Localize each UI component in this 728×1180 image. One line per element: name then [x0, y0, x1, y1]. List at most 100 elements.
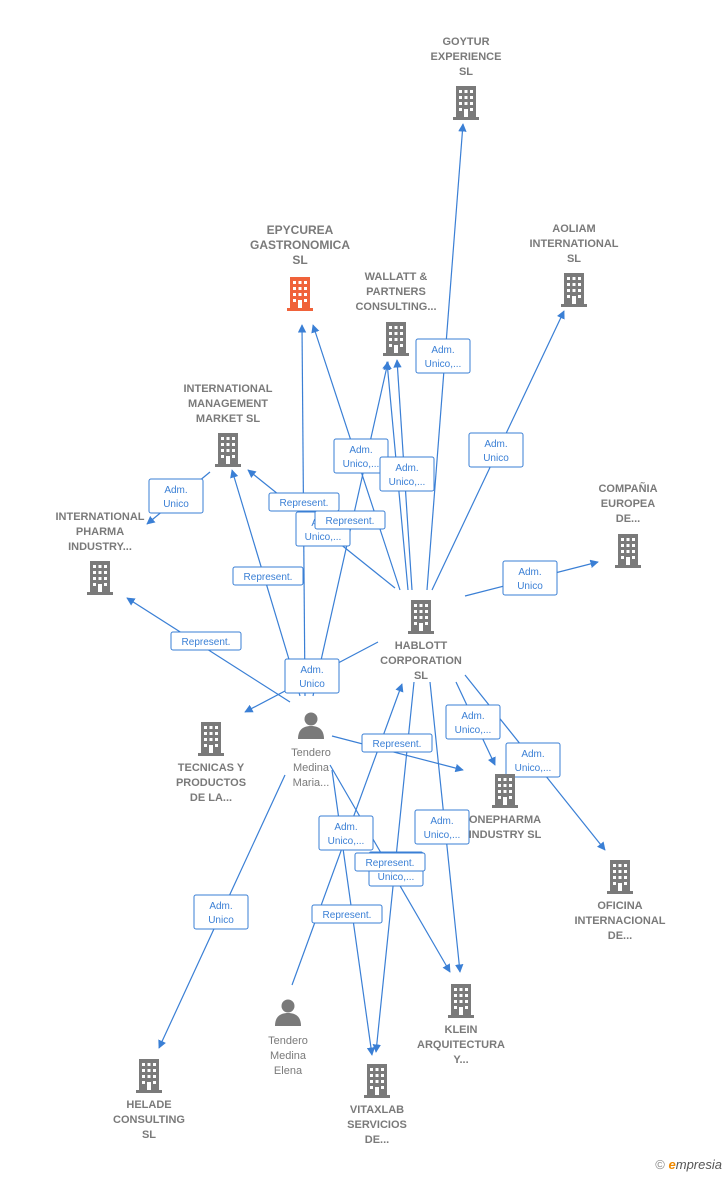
node-label: SL — [459, 66, 473, 78]
relation-badge[interactable]: Adm.Unico,... — [505, 742, 561, 778]
badge-text: Adm. — [431, 345, 454, 356]
node-label: Medina — [270, 1050, 307, 1062]
badge-text: Adm. — [484, 439, 507, 450]
building-icon — [87, 561, 113, 595]
relation-badge[interactable]: Represent. — [268, 492, 340, 512]
relation-badge[interactable]: Adm. Unico,... — [333, 438, 389, 474]
empresia-watermark: © empresia — [655, 1157, 722, 1172]
node-klein[interactable]: KLEINARQUITECTURAY... — [417, 984, 505, 1066]
badge-text: Represent. — [323, 910, 372, 921]
node-compania[interactable]: COMPAÑIAEUROPEADE... — [598, 482, 658, 568]
relation-badge[interactable]: Adm. Unico,... — [379, 456, 435, 492]
node-ipi[interactable]: INTERNATIONALPHARMAINDUSTRY... — [55, 511, 145, 595]
node-layer: GOYTUREXPERIENCESLAOLIAMINTERNATIONALSLE… — [55, 36, 665, 1146]
node-vitaxlab[interactable]: VITAXLABSERVICIOSDE... — [347, 1064, 407, 1146]
node-label: MANAGEMENT — [188, 398, 268, 410]
building-icon — [615, 534, 641, 568]
node-tmaria[interactable]: TenderoMedinaMaria... — [291, 712, 331, 790]
node-aoliam[interactable]: AOLIAM INTERNATIONAL SL — [529, 223, 619, 307]
relation-badge[interactable]: Adm.Unico,... — [414, 809, 470, 845]
relation-badge[interactable]: Adm.Unico,... — [445, 704, 501, 740]
badge-box — [468, 432, 524, 468]
person-icon — [298, 712, 324, 739]
node-label: CORPORATION — [380, 655, 462, 667]
badge-text: Adm. — [300, 665, 323, 676]
badge-text: Adm. — [209, 901, 232, 912]
node-label: KLEIN — [445, 1024, 478, 1036]
node-label: Elena — [274, 1065, 303, 1077]
badge-box — [193, 894, 249, 930]
badge-text: Unico — [517, 581, 543, 592]
node-label: Y... — [453, 1054, 468, 1066]
node-label: Maria... — [293, 777, 330, 789]
node-label: COMPAÑIA — [598, 482, 657, 495]
badge-text: Unico,... — [389, 477, 426, 488]
building-icon — [453, 86, 479, 120]
relation-badge[interactable]: Represent. — [361, 733, 433, 753]
node-label: SL — [142, 1129, 156, 1141]
relation-badge[interactable]: Adm.Unico — [468, 432, 524, 468]
badge-text: Unico — [299, 679, 325, 690]
badge-box — [354, 852, 426, 872]
relation-badge[interactable]: Adm. Unico — [284, 658, 340, 694]
badge-text: Unico,... — [424, 830, 461, 841]
node-wallatt[interactable]: WALLATT &PARTNERSCONSULTING... — [355, 271, 437, 356]
building-icon — [364, 1064, 390, 1098]
badge-text: Unico,... — [343, 459, 380, 470]
relation-badge[interactable]: Adm.Unico — [193, 894, 249, 930]
badge-box — [318, 815, 374, 851]
node-label: MARKET SL — [196, 413, 260, 425]
relation-badge[interactable]: Represent. — [232, 566, 304, 586]
node-label: CONSULTING... — [355, 301, 436, 313]
building-icon — [287, 277, 313, 311]
node-label: AOLIAM — [552, 223, 595, 235]
badge-text: Unico,... — [515, 763, 552, 774]
relation-badge[interactable]: Adm. Unico,... — [415, 338, 471, 374]
relation-badge[interactable]: Adm. Unico — [502, 560, 558, 596]
relation-badge[interactable]: Adm.Unico — [148, 478, 204, 514]
badge-text: Adm. — [518, 567, 541, 578]
node-label: SL — [292, 253, 307, 267]
node-label: EPYCUREA — [267, 223, 334, 237]
node-label: SL — [567, 253, 581, 265]
badge-box — [379, 456, 435, 492]
badge-box — [414, 809, 470, 845]
badge-box — [445, 704, 501, 740]
node-label: Medina — [293, 762, 330, 774]
building-icon — [408, 600, 434, 634]
badge-text: Unico,... — [455, 725, 492, 736]
node-oficina[interactable]: OFICINAINTERNACIONALDE... — [574, 860, 666, 942]
badge-box — [284, 658, 340, 694]
relation-badge[interactable]: Represent. — [311, 904, 383, 924]
node-label: INTERNATIONAL — [529, 238, 618, 250]
node-label: VITAXLAB — [350, 1104, 404, 1116]
badge-text: Adm. — [164, 485, 187, 496]
relation-badge[interactable]: Represent. — [354, 852, 426, 872]
badge-box — [505, 742, 561, 778]
badge-text: Represent. — [280, 498, 329, 509]
relation-badge[interactable]: Represent. — [170, 631, 242, 651]
relation-badge[interactable]: Represent. — [314, 510, 386, 530]
node-label: PRODUCTOS — [176, 777, 246, 789]
badge-text: Represent. — [373, 739, 422, 750]
node-label: DE... — [616, 513, 640, 525]
badge-text: Adm. — [349, 445, 372, 456]
badge-text: Unico,... — [378, 872, 415, 883]
relation-badge[interactable]: Adm.Unico,... — [318, 815, 374, 851]
badge-text: Adm. — [395, 463, 418, 474]
badge-text: Unico,... — [425, 359, 462, 370]
copyright-symbol: © — [655, 1157, 665, 1172]
building-icon — [448, 984, 474, 1018]
node-label: ONEPHARMA — [469, 814, 541, 826]
node-label: SL — [414, 670, 428, 682]
building-icon — [492, 774, 518, 808]
badge-text: Unico,... — [328, 836, 365, 847]
